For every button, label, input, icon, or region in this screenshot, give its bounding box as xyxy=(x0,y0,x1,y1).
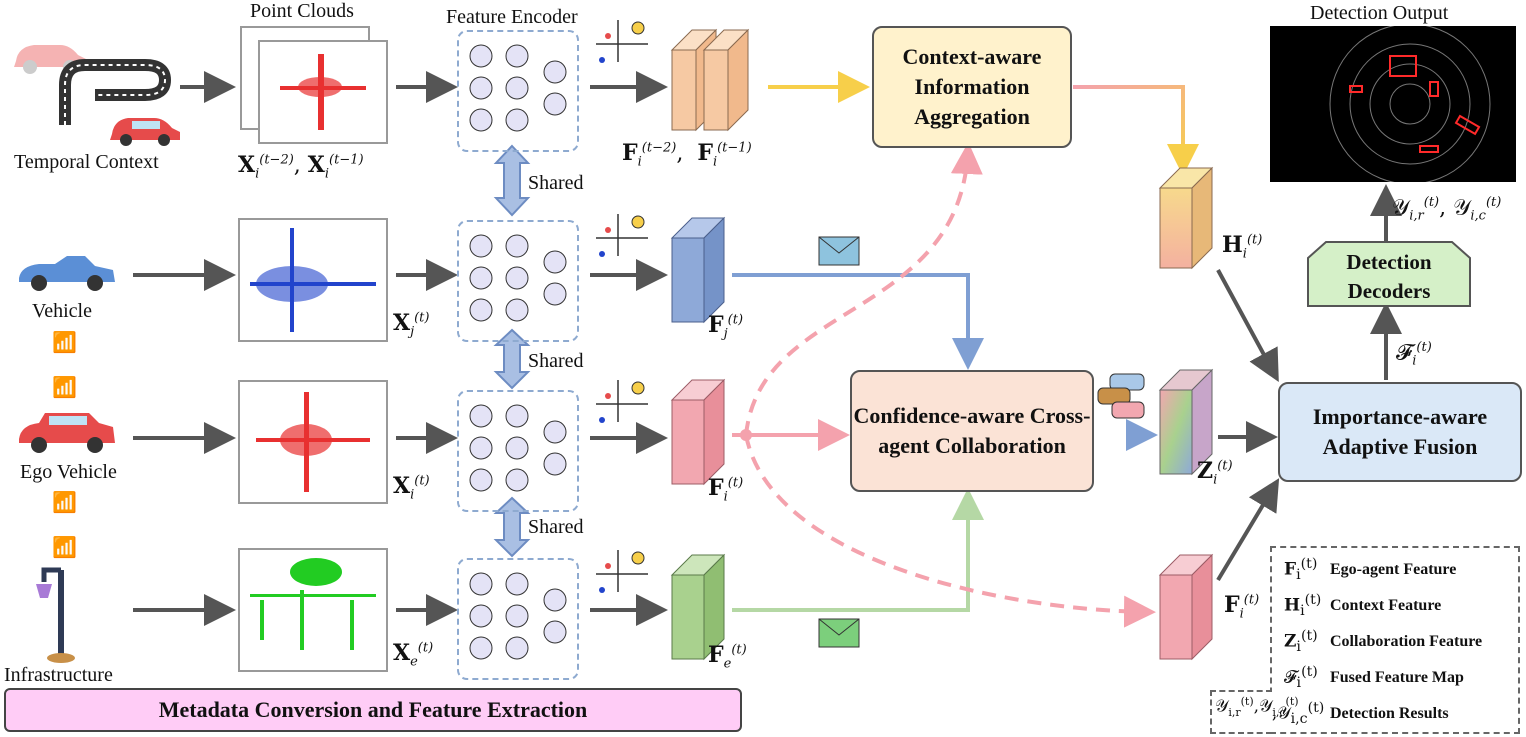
x-temporal-label: Xi(t−2), Xi(t−1) xyxy=(238,152,364,182)
shared-label-3: Shared xyxy=(528,516,584,538)
chat-icon xyxy=(1097,373,1145,419)
fusion-module: Importance-aware Adaptive Fusion xyxy=(1278,382,1522,482)
legend-extension xyxy=(1210,690,1272,734)
legend-row-ego: Fi(t)Ego-agent Feature xyxy=(1284,556,1457,584)
x-j-label: Xj(t) xyxy=(393,310,430,340)
f-i-label: Fi(t) xyxy=(708,475,744,505)
f-i-skip-label: Fi(t) xyxy=(1224,592,1260,622)
encoder-ego xyxy=(457,390,579,512)
feature-tensor-context xyxy=(1158,166,1214,270)
coordinate-icon xyxy=(596,214,648,257)
fused-label: 𝓕i(t) xyxy=(1396,340,1432,369)
infrastructure-label: Infrastructure xyxy=(4,664,113,686)
temporal-red-car-icon xyxy=(110,118,180,146)
encoder-vehicle xyxy=(457,220,579,342)
nn-icon xyxy=(469,44,567,132)
f-e-label: Fe(t) xyxy=(708,642,747,672)
message-icon-infrastructure xyxy=(818,618,860,648)
temporal-track-icon xyxy=(59,59,172,125)
infra-signal-icon: 📶 xyxy=(52,537,77,559)
feature-tensor-ego xyxy=(670,378,726,486)
f-temporal-label: Fi(t−2), Fi(t−1) xyxy=(622,140,752,170)
encoder-temporal xyxy=(457,30,579,152)
ego-vehicle-icon xyxy=(19,413,115,453)
feature-tensor-ego-skip xyxy=(1158,553,1214,661)
ego-signal-bottom-icon: 📶 xyxy=(52,492,77,514)
feature-tensor-vehicle xyxy=(670,216,726,324)
detection-output-label: Detection Output xyxy=(1310,2,1449,24)
h-i-label: Hi(t) xyxy=(1222,232,1263,262)
shared-label-1: Shared xyxy=(528,172,584,194)
coordinate-icon xyxy=(596,20,648,63)
point-clouds-label: Point Clouds xyxy=(250,0,354,22)
z-i-label: Zi(t) xyxy=(1197,458,1233,488)
legend-results-symbol: 𝒴i,r(t),𝒴i,c(t) xyxy=(1215,695,1299,720)
point-cloud-ego xyxy=(238,380,388,504)
collaboration-module: Confidence-aware Cross-agent Collaborati… xyxy=(850,370,1094,492)
shared-label-2: Shared xyxy=(528,350,584,372)
feature-tensor-temporal xyxy=(670,28,750,132)
vehicle-label: Vehicle xyxy=(32,300,92,322)
point-cloud-temporal xyxy=(258,40,388,144)
coordinate-icon xyxy=(596,550,648,593)
vehicle-icon xyxy=(19,256,115,291)
vehicle-signal-icon: 📶 xyxy=(52,332,77,354)
x-i-label: Xi(t) xyxy=(393,473,430,503)
ego-signal-icon: 📶 xyxy=(52,377,77,399)
input-arrows xyxy=(133,71,1402,626)
f-j-label: Fj(t) xyxy=(708,312,744,342)
message-icon-vehicle xyxy=(818,236,860,266)
point-cloud-infrastructure xyxy=(238,548,388,672)
detection-output-image xyxy=(1270,23,1516,185)
shared-arrows xyxy=(493,144,531,558)
legend-row-context: Hi(t)Context Feature xyxy=(1284,592,1442,620)
stage-banner: Metadata Conversion and Feature Extracti… xyxy=(4,688,742,732)
context-aggregation-module: Context-aware Information Aggregation xyxy=(872,26,1072,148)
feature-tensor-collaboration xyxy=(1158,368,1214,476)
decoders-module: Detection Decoders xyxy=(1346,250,1432,304)
decoders-shape xyxy=(1307,241,1471,307)
feature-tensor-infrastructure xyxy=(670,553,726,661)
x-e-label: Xe(t) xyxy=(393,640,434,670)
infrastructure-icon xyxy=(36,567,75,663)
ego-vehicle-label: Ego Vehicle xyxy=(20,461,117,483)
temporal-context-label: Temporal Context xyxy=(14,151,159,173)
legend-row-fused: 𝓕i(t)Fused Feature Map xyxy=(1284,664,1464,692)
encoder-infrastructure xyxy=(457,558,579,680)
coordinate-icon xyxy=(596,380,648,423)
legend: Fi(t)Ego-agent Feature Hi(t)Context Feat… xyxy=(1226,546,1520,734)
outputs-label: 𝒴i,r(t), 𝒴i,c(t) xyxy=(1392,195,1502,224)
point-cloud-vehicle xyxy=(238,218,388,342)
feature-encoder-label: Feature Encoder xyxy=(446,6,578,28)
legend-row-collaboration: Zi(t)Collaboration Feature xyxy=(1284,628,1483,656)
